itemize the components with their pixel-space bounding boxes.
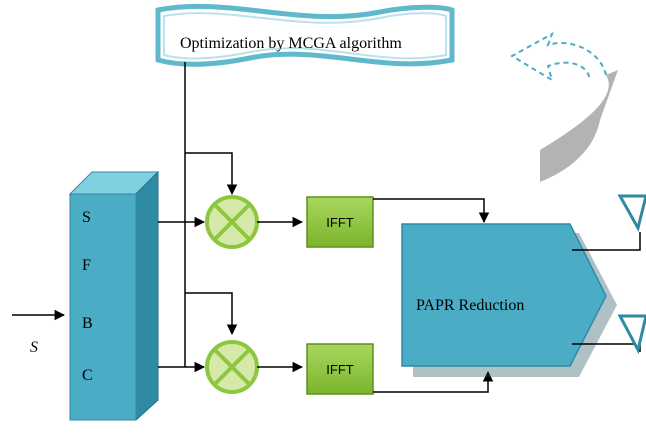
sfbc-block: S F B C xyxy=(68,170,160,422)
multiplier-icon-top xyxy=(205,195,259,249)
optimization-banner: Optimization by MCGA algorithm xyxy=(155,3,455,67)
multiplier-icon-bottom xyxy=(205,340,259,394)
control-lines xyxy=(184,62,238,367)
ifft-block-bottom: IFFT xyxy=(306,343,374,395)
antenna-icon-top xyxy=(617,194,646,233)
multiplier-output-lines xyxy=(257,216,304,373)
papr-reduction-block: PAPR Reduction xyxy=(401,223,617,377)
ifft-top-label: IFFT xyxy=(326,215,353,230)
ifft-output-lines xyxy=(373,198,494,393)
sfbc-letter-s: S xyxy=(82,209,91,226)
feedback-arrow-icon xyxy=(509,31,618,182)
ifft-bottom-label: IFFT xyxy=(326,362,353,377)
input-label: S xyxy=(30,339,38,356)
banner-text: Optimization by MCGA algorithm xyxy=(180,35,402,52)
input-signal: S xyxy=(12,309,66,356)
antenna-icon-bottom xyxy=(617,314,646,355)
ifft-block-top: IFFT xyxy=(306,196,374,248)
sfbc-output-lines xyxy=(158,216,206,373)
sfbc-letter-f: F xyxy=(82,257,91,274)
sfbc-letter-c: C xyxy=(82,367,93,384)
sfbc-letter-b: B xyxy=(82,315,93,332)
papr-label: PAPR Reduction xyxy=(416,297,524,314)
